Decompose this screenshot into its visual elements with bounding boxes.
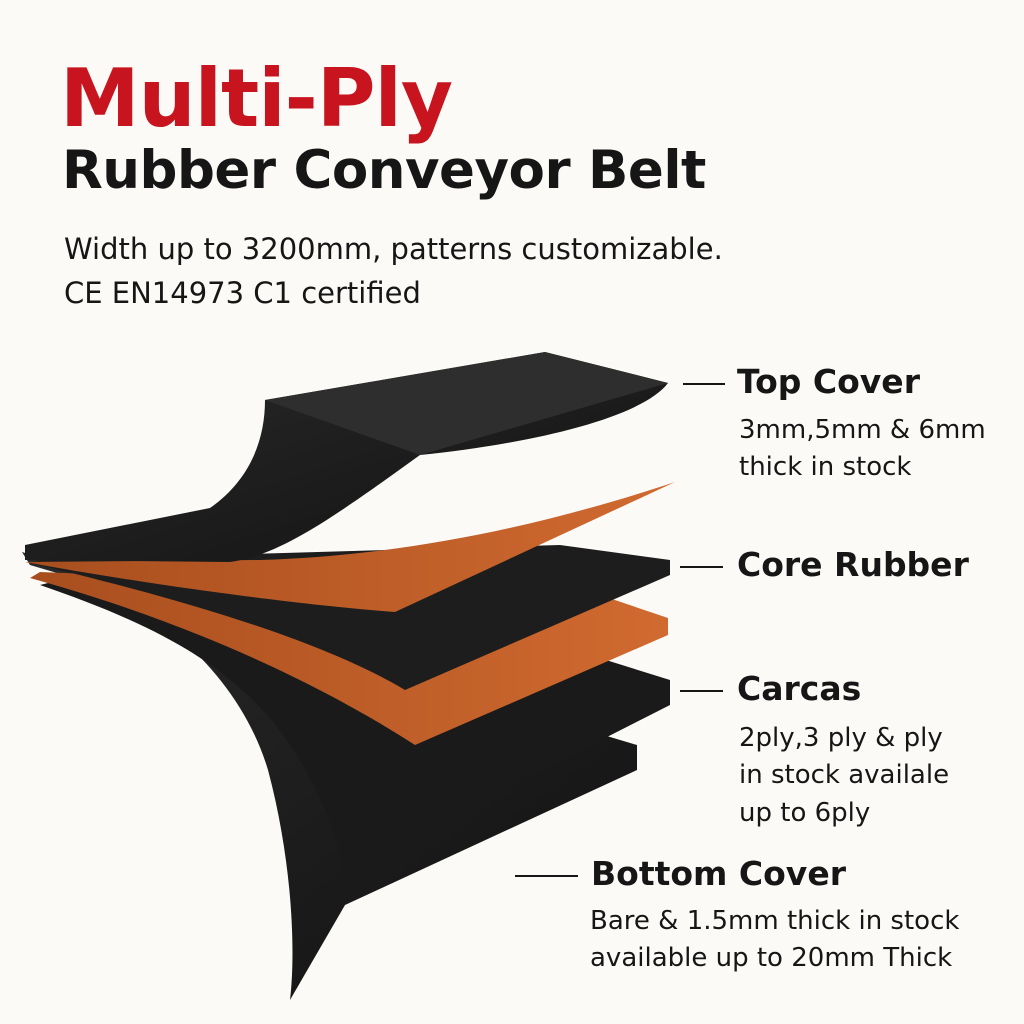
bottom-cover-leader-line: [515, 875, 578, 877]
bottom-cover-desc-line1: Bare & 1.5mm thick in stock: [590, 906, 960, 936]
title-primary: Multi-Ply: [60, 52, 453, 145]
top-cover-leader-line: [683, 383, 725, 385]
top-cover-desc-line2: thick in stock: [739, 452, 912, 482]
core-rubber-leader-line: [680, 566, 723, 568]
core-rubber-label: Core Rubber: [737, 545, 969, 584]
title-secondary: Rubber Conveyor Belt: [62, 140, 706, 201]
bottom-cover-label: Bottom Cover: [591, 854, 846, 893]
carcas-label: Carcas: [737, 669, 862, 708]
subtitle-width: Width up to 3200mm, patterns customizabl…: [64, 232, 723, 266]
top-cover-label: Top Cover: [737, 362, 920, 401]
top-fabric-ply: [25, 482, 675, 612]
carcas-leader-line: [680, 690, 723, 692]
top-cover-desc-line1: 3mm,5mm & 6mm: [739, 415, 986, 445]
bottom-cover-desc-line2: available up to 20mm Thick: [590, 943, 953, 973]
carcas-desc-line3: up to 6ply: [739, 798, 871, 828]
carcas-desc-line2: in stock availale: [739, 760, 950, 790]
carcas-desc-line1: 2ply,3 ply & ply: [739, 723, 943, 753]
subtitle-certification: CE EN14973 C1 certified: [64, 276, 421, 310]
top-cover-top-face: [265, 352, 668, 455]
